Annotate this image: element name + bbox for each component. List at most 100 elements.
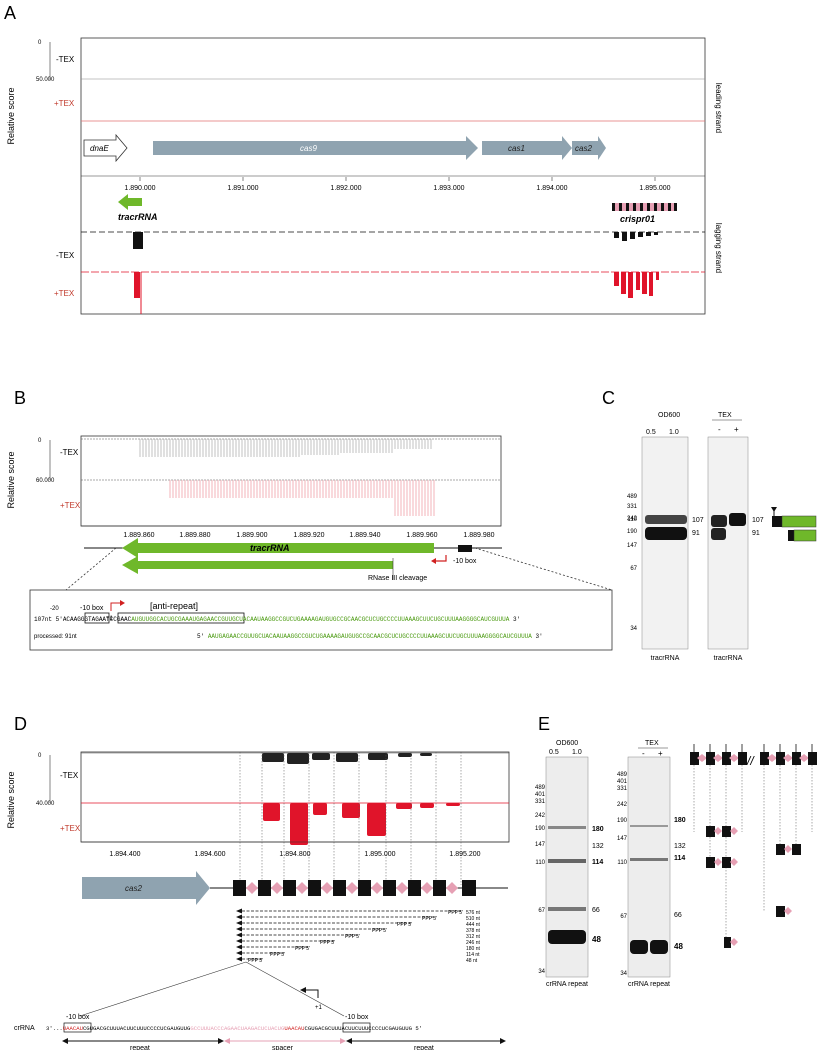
panel-b-10box xyxy=(458,545,472,552)
panel-d-size-4: 312 nt xyxy=(466,934,481,940)
panel-d-size-5: 246 nt xyxy=(466,940,481,946)
panel-a-xtick-3: 1.893.000 xyxy=(433,185,464,192)
panel-e-marker-67: 67 xyxy=(538,908,545,914)
panel-a-xtick-4: 1.894.000 xyxy=(536,185,567,192)
panel-b-zoom-right xyxy=(474,547,613,591)
panel-c-marker-110: 110 xyxy=(627,517,637,523)
panel-d-plus1-head xyxy=(300,987,306,993)
panel-d-box-left: -10 box xyxy=(66,1014,90,1021)
panel-b-minus-tex: -TEX xyxy=(60,448,79,457)
panel-c-band-107-right: 107 xyxy=(752,517,764,524)
seq-b-anti-repeat: [anti-repeat] xyxy=(150,601,198,611)
panel-e-caption-right: crRNA repeat xyxy=(628,981,670,988)
panel-a-xtick-5: 1.895.000 xyxy=(639,185,670,192)
panel-d-repeat-right: repeat xyxy=(414,1045,434,1050)
panel-e-r-marker-331: 331 xyxy=(617,786,628,792)
panel-e-band-180-left: 180 xyxy=(592,826,604,833)
transcript-ppp-label: PPP 5' xyxy=(397,922,412,928)
transcript-arrowhead xyxy=(236,956,242,962)
panel-d-zoom-lines xyxy=(79,961,345,1017)
panel-a-crispr-peaks-minus xyxy=(614,232,658,241)
seq-b-tss-head xyxy=(120,600,125,606)
panel-b-ylabel: Relative score xyxy=(6,451,16,508)
panel-e-od-0: 0.5 xyxy=(549,749,559,756)
panel-c-band-91-left: 91 xyxy=(692,530,700,537)
panel-e-marker-401: 401 xyxy=(535,792,546,798)
panel-c-marker-147: 147 xyxy=(627,543,638,549)
panel-b-zoom-left xyxy=(65,547,117,591)
panel-a-plus-tex: +TEX xyxy=(54,99,75,108)
panel-e-od-label: OD600 xyxy=(556,740,578,747)
panel-e-marker-190: 190 xyxy=(535,826,546,832)
transcript-arrowhead xyxy=(236,944,242,950)
seq-b-anti-repeat-rect xyxy=(117,612,245,624)
panel-e-band-48-right: 48 xyxy=(674,942,683,951)
panel-d-plus-peaks xyxy=(263,803,460,845)
panel-c-caption-left: tracrRNA xyxy=(651,655,680,662)
gene-dnae: dnaE xyxy=(83,133,128,163)
panel-d-crrna-label: crRNA xyxy=(14,1025,35,1032)
panel-d-ytick-0: 0 xyxy=(38,753,42,759)
panel-c-gel-right xyxy=(707,436,749,650)
panel-d-transcripts: PPP 5'PPP 5'PPP 5'PPP 5'PPP 5'PPP 5'PPP … xyxy=(236,908,463,964)
panel-c-band-107-left: 107 xyxy=(692,517,704,524)
panel-d-size-2: 444 nt xyxy=(466,922,481,928)
panel-d-xtick-3: 1.895.000 xyxy=(364,851,395,858)
panel-e-fragment-180 xyxy=(706,826,738,837)
panel-a-ytick-0: 0 xyxy=(38,40,42,46)
panel-b-plus-tex: +TEX xyxy=(60,501,81,510)
panel-d-segment-arrows xyxy=(62,1038,506,1044)
panel-c-gel-left xyxy=(641,436,689,650)
panel-e-tex-minus: - xyxy=(642,749,645,758)
panel-a-xtick-1: 1.891.000 xyxy=(227,185,258,192)
panel-d-cas2-arrow xyxy=(82,871,210,905)
panel-b-plus-coverage xyxy=(169,480,435,516)
transcript-ppp-label: PPP 5' xyxy=(270,952,285,958)
panel-e-r-marker-147: 147 xyxy=(617,836,628,842)
panel-a-leading-strand: leading strand xyxy=(714,83,723,133)
panel-d-minus-peaks xyxy=(262,753,432,764)
panel-e-right-bands xyxy=(630,825,668,954)
panel-letter-e: E xyxy=(538,714,550,734)
panel-a-lag-minus-tex: -TEX xyxy=(56,251,75,260)
gene-dnae-label: dnaE xyxy=(90,144,109,153)
panel-b-10box-label: -10 box xyxy=(453,558,477,565)
panel-e-band-180-right: 180 xyxy=(674,817,686,824)
seq-b-row2: 5' AAUGAGAACCGUUGCUACAAUAAGGCCGUCUGAAAAG… xyxy=(197,633,543,640)
panel-d-size-8: 48 nt xyxy=(466,958,478,964)
seq-b-box-label: -10 box xyxy=(80,605,104,612)
panel-e-r-marker-401: 401 xyxy=(617,779,628,785)
panel-b-xtick-4: 1.889.940 xyxy=(349,532,380,539)
panel-d-seq: 3'...UAACAUCGUGACGCUUUACUUCUUUCCCCUCGAUG… xyxy=(46,1025,422,1032)
panel-a-xaxis xyxy=(139,177,656,181)
panel-b-tss-arrowhead xyxy=(431,558,436,564)
panel-c-right-bands xyxy=(711,513,746,540)
panel-e-tex-plus: + xyxy=(658,749,663,758)
panel-d-size-6: 180 nt xyxy=(466,946,481,952)
transcript-arrowhead xyxy=(236,914,242,920)
transcript-ppp-label: PPP 5' xyxy=(372,928,387,934)
panel-c-od-label: OD600 xyxy=(658,412,680,419)
panel-e-r-marker-110: 110 xyxy=(617,860,627,866)
panel-e-schematic-array: // xyxy=(690,752,817,768)
panel-a-crispr-peaks-plus xyxy=(614,272,659,298)
panel-a-xtick-2: 1.892.000 xyxy=(330,185,361,192)
panel-e-marker-34: 34 xyxy=(538,969,545,975)
panel-e-r-marker-489: 489 xyxy=(617,772,628,778)
panel-a-minus-tex: -TEX xyxy=(56,55,75,64)
panel-e-band-114-right: 114 xyxy=(674,855,685,862)
panel-c-left-bands xyxy=(645,515,687,540)
panel-c-marker-67: 67 xyxy=(630,566,637,572)
panel-b-xtick-0: 1.889.860 xyxy=(123,532,154,539)
panel-b-frame xyxy=(80,435,502,527)
panel-c-marker-489: 489 xyxy=(627,494,638,500)
panel-e-band-48-left: 48 xyxy=(592,935,601,944)
panel-e-r-marker-34: 34 xyxy=(620,971,627,977)
gene-cas2: cas2 xyxy=(572,136,606,160)
transcript-ppp-label: PPP 5' xyxy=(422,916,437,922)
panel-e-band-132-right: 132 xyxy=(674,843,686,850)
panel-e-fragment-114 xyxy=(706,857,738,868)
seq-b-minus20: -20 xyxy=(50,606,59,612)
panel-e-marker-110: 110 xyxy=(535,860,545,866)
panel-a-tracr-peak-plus xyxy=(134,272,140,298)
